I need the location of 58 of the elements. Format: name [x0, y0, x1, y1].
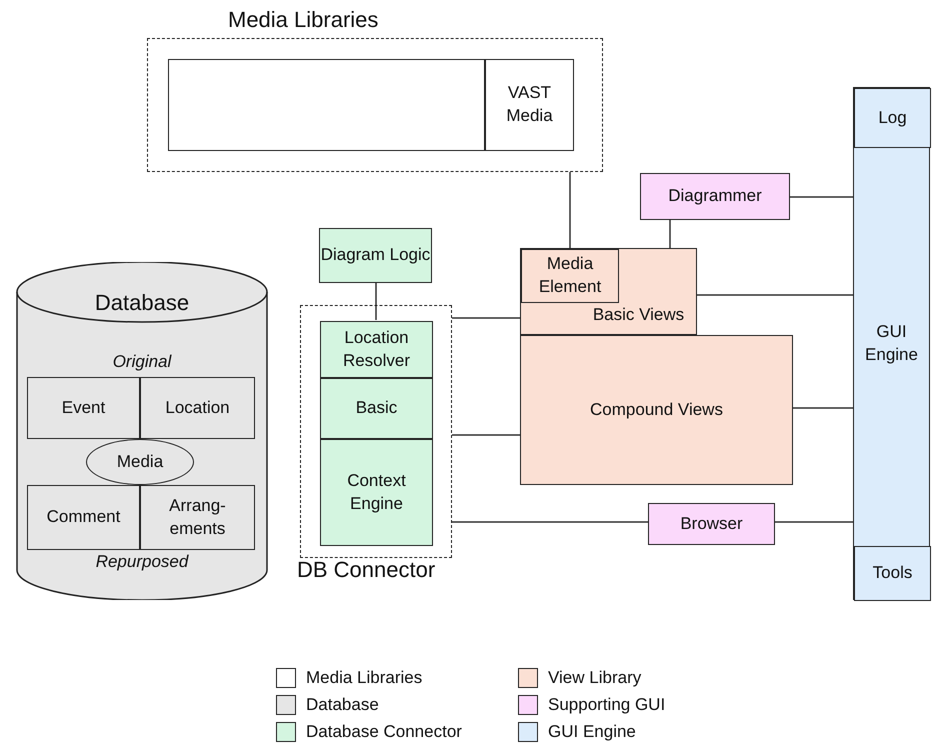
legend-label: View Library — [548, 668, 642, 688]
component-box — [320, 378, 433, 439]
component-box — [521, 249, 619, 303]
connector-line — [697, 294, 853, 296]
component-label: Compound Views — [590, 398, 723, 421]
component-box — [520, 335, 793, 485]
component-label: VAST Media — [505, 82, 554, 127]
connector-line — [375, 283, 377, 320]
component-label: Diagrammer — [668, 185, 762, 208]
connector-line — [569, 172, 571, 248]
legend-label: Database — [306, 695, 379, 715]
component-label: Location Resolver — [342, 326, 412, 372]
component-label: Media Element — [538, 253, 602, 298]
component-label: Arrang- ements — [168, 494, 227, 540]
legend-label: Database Connector — [306, 722, 462, 742]
database-title: Database — [94, 290, 190, 316]
legend-label: Media Libraries — [306, 668, 422, 688]
connector-line — [452, 317, 520, 319]
legend-label: Supporting GUI — [548, 695, 666, 715]
component-box — [168, 59, 485, 151]
component-label: Comment — [46, 506, 120, 528]
component-label: Context Engine — [346, 470, 407, 514]
component-box — [140, 485, 255, 550]
group-title: Media Libraries — [228, 7, 378, 33]
group-title: DB Connector — [297, 557, 436, 583]
component-box — [319, 228, 432, 283]
connector-line — [669, 220, 671, 248]
component-label: GUI Engine — [864, 320, 919, 366]
component-box — [640, 173, 790, 220]
component-label: Location — [165, 396, 230, 419]
connector-line — [790, 196, 853, 198]
component-box — [853, 87, 930, 600]
component-box — [854, 88, 931, 148]
section-label: Repurposed — [94, 552, 190, 572]
component-label: Basic Views — [592, 304, 684, 326]
component-label: Event — [62, 396, 106, 419]
legend-label: GUI Engine — [548, 722, 636, 742]
component-box — [27, 485, 140, 550]
component-box — [520, 248, 697, 335]
section-label: Original — [112, 352, 173, 372]
connector-line — [793, 407, 853, 409]
component-box — [140, 377, 255, 439]
component-label: Tools — [872, 562, 912, 584]
database-cylinder — [16, 262, 268, 600]
component-box — [320, 439, 433, 546]
component-label: Media — [116, 452, 164, 472]
component-label: Browser — [680, 512, 743, 535]
component-box — [854, 546, 931, 601]
component-label: Log — [878, 106, 907, 129]
component-label: Basic — [356, 397, 398, 420]
component-box — [27, 377, 140, 439]
component-box — [320, 321, 433, 378]
component-box — [485, 59, 574, 151]
component-label: Diagram Logic — [320, 244, 430, 266]
component-box — [648, 503, 775, 545]
connector-line — [452, 521, 648, 523]
connector-line — [452, 434, 520, 436]
connector-line — [775, 521, 853, 523]
